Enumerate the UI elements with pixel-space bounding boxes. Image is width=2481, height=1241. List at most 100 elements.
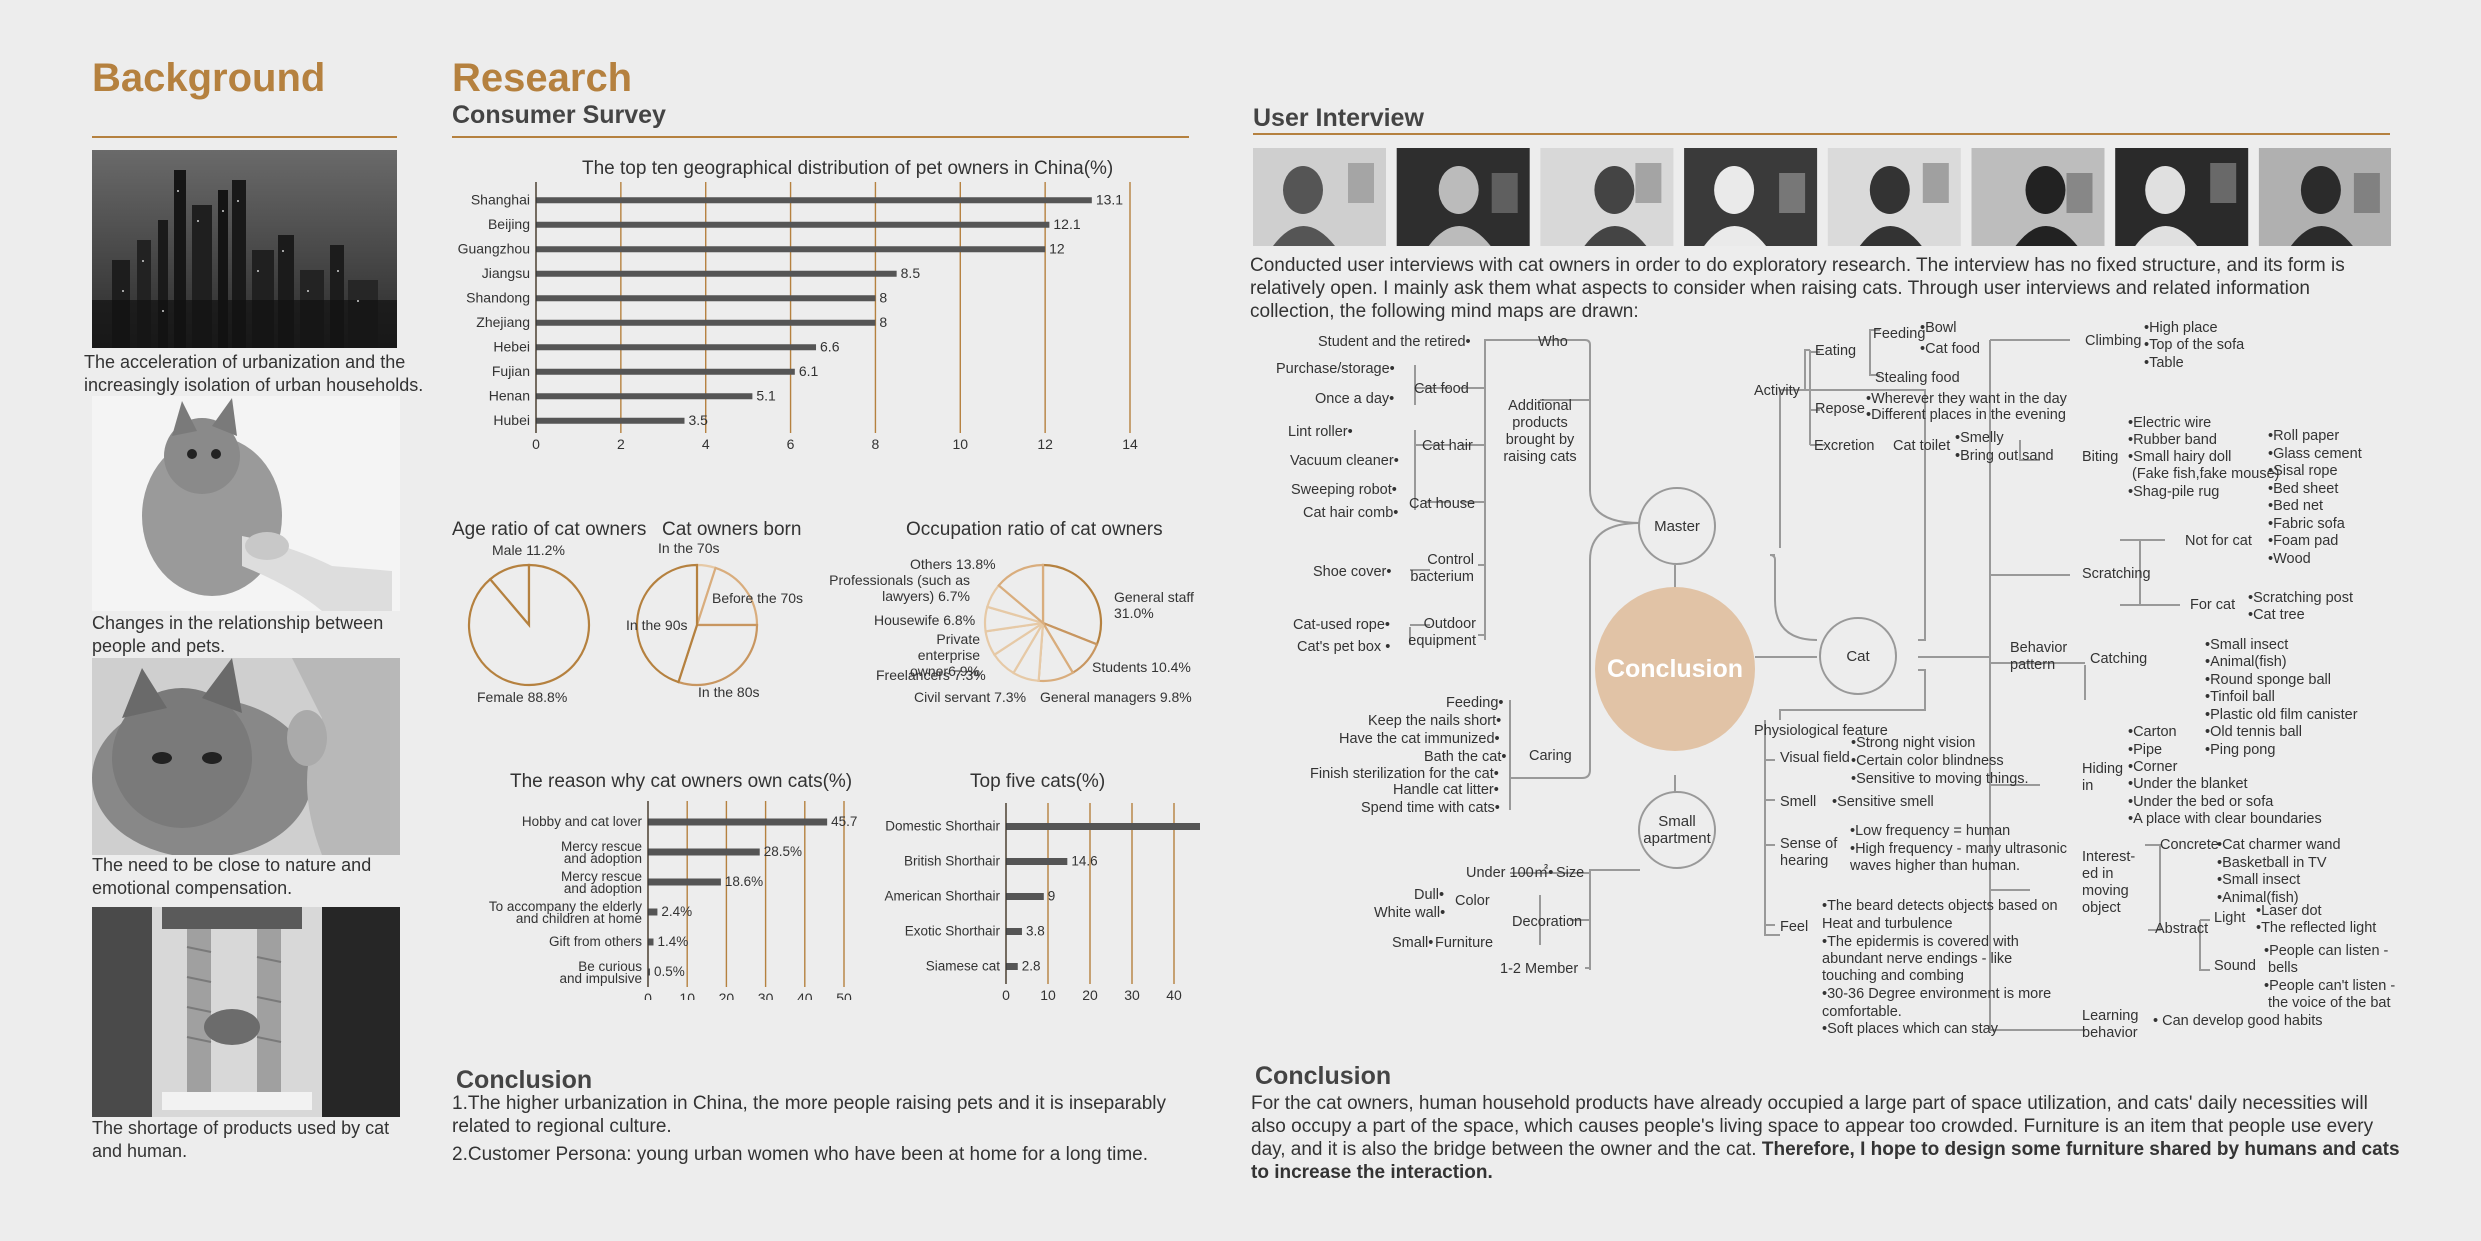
mm-not-for-cat-item-2: •Glass cement — [2268, 446, 2362, 462]
mm-hiding: Hiding in — [2082, 761, 2124, 794]
pie-slice — [695, 566, 759, 627]
mm-catching-item-4: •Tinfoil ball — [2205, 689, 2275, 705]
mm-activity: Activity — [1754, 383, 1800, 399]
mm-cat-food-item-2: Once a day• — [1315, 391, 1395, 407]
pie-slice — [1041, 563, 1103, 646]
mm-concrete-item-2: •Basketball in TV — [2217, 855, 2327, 871]
research-rule — [452, 136, 1189, 138]
bar — [536, 295, 876, 302]
mm-hearing: Sense of hearing — [1780, 836, 1838, 869]
category-label: Zhejiang — [476, 314, 530, 330]
pie-slice — [635, 563, 699, 684]
mindmap-center-conclusion: Conclusion — [1595, 587, 1755, 751]
category-label: Hubei — [493, 412, 530, 428]
occupation-label-civil-servant: Civil servant 7.3% — [914, 689, 1027, 705]
mm-biting-item-5: •Shag-pile rug — [2128, 484, 2220, 500]
mm-visual-item-3: •Sensitive to moving things. — [1851, 771, 2029, 787]
mm-toilet-item-2: •Bring out sand — [1955, 448, 2054, 464]
mm-caring-item-2: Keep the nails short• — [1368, 713, 1502, 729]
mm-smell: Smell — [1780, 794, 1817, 810]
x-tick-label: 30 — [1124, 987, 1140, 1000]
age-pie-label-female: Female 88.8% — [477, 689, 568, 705]
bar — [536, 368, 795, 375]
occupation-label-managers: General managers 9.8% — [1040, 689, 1192, 705]
mm-color-item-1: Dull• — [1414, 887, 1445, 903]
interview-conclusion-normal: For the cat owners, human household prod… — [1251, 1093, 2374, 1160]
mm-light: Light — [2214, 910, 2246, 926]
bar — [536, 393, 753, 400]
background-caption-4: The shortage of products used by cat and… — [92, 1118, 390, 1161]
interview-photo — [1971, 148, 2105, 246]
mm-hiding-item-1: •Carton — [2128, 724, 2177, 740]
bar-value-label: 45.7 — [831, 814, 857, 829]
mm-learning: Learning behavior — [2082, 1008, 2139, 1041]
category-label: Siamese cat — [926, 959, 1001, 974]
bar-value-label: 13.1 — [1096, 191, 1123, 207]
bar-value-label: 9 — [1048, 889, 1056, 904]
mm-biting-item-3: •Small hairy doll — [2128, 449, 2232, 465]
category-label: Shandong — [466, 289, 530, 305]
bar-value-label: 0.5% — [654, 964, 685, 979]
mm-sound-item-4: the voice of the bat — [2268, 995, 2391, 1011]
research-title: Research — [452, 56, 633, 100]
mm-for-cat-item-2: •Cat tree — [2248, 607, 2305, 623]
mm-repose-item-2: •Different places in the evening — [1866, 407, 2066, 423]
mm-cat-hair-item-1: Lint roller• — [1288, 424, 1353, 440]
mm-biting-item-4: (Fake fish,fake mouse) — [2132, 466, 2280, 482]
mm-hiding-item-5: •Under the bed or sofa — [2128, 794, 2274, 810]
mindmap-small-apartment-node: Small apartment — [1638, 791, 1716, 869]
mm-decoration: Decoration — [1512, 914, 1583, 930]
mm-feeding-item-1: •Bowl — [1920, 320, 1957, 336]
mm-catching-item-7: •Ping pong — [2205, 742, 2276, 758]
cats-chart-title: Top five cats(%) — [970, 771, 1106, 792]
category-label: Fujian — [492, 363, 530, 379]
mindmap-cat-node: Cat — [1819, 617, 1897, 695]
mm-visual-item-1: •Strong night vision — [1851, 735, 1976, 751]
bar-value-label: 8 — [879, 314, 887, 330]
bar — [1006, 893, 1044, 900]
mm-catching: Catching — [2090, 651, 2148, 667]
mm-behavior: Behavior pattern — [2010, 640, 2068, 673]
x-tick-label: 10 — [952, 436, 968, 452]
cat-scratching-post-photo — [92, 907, 400, 1117]
mm-size: Size — [1556, 865, 1585, 881]
mm-biting-item-1: •Electric wire — [2128, 415, 2212, 431]
bar — [536, 270, 897, 277]
bar-value-label: 5.1 — [756, 387, 776, 403]
x-tick-label: 2 — [617, 436, 625, 452]
bar — [648, 818, 828, 826]
bar-value-label: 2.8 — [1022, 959, 1041, 974]
interview-rule — [1253, 133, 2390, 135]
occupation-label-professionals: Professionals (such as lawyers) 6.7% — [829, 572, 970, 604]
category-label: Domestic Shorthair — [885, 819, 1000, 834]
mm-cat-food-item-1: Purchase/storage• — [1276, 361, 1395, 377]
mm-color-item-2: White wall• — [1374, 905, 1446, 921]
x-tick-label: 14 — [1122, 436, 1138, 452]
category-label: Jiangsu — [482, 265, 530, 281]
occupation-label-students: Students 10.4% — [1092, 659, 1191, 675]
category-label: Henan — [489, 387, 530, 403]
x-tick-label: 6 — [787, 436, 795, 452]
mm-feel-item-6: •30-36 Degree environment is more — [1822, 986, 2052, 1002]
mindmap-master-node: Master — [1638, 487, 1716, 565]
mm-light-item-1: •Laser dot — [2256, 903, 2322, 919]
interview-photo — [1540, 148, 1674, 246]
bar — [1006, 928, 1022, 935]
born-pie-label-before-70s: Before the 70s — [712, 590, 804, 606]
bar — [1006, 963, 1018, 970]
mm-visual-item-2: •Certain color blindness — [1851, 753, 2004, 769]
interview-photo — [2258, 148, 2392, 246]
mm-climbing: Climbing — [2085, 333, 2142, 349]
occupation-label-housewife: Housewife 6.8% — [874, 612, 976, 628]
mm-sound: Sound — [2214, 958, 2256, 974]
mm-feel: Feel — [1780, 919, 1809, 935]
interview-conclusion-title: Conclusion — [1255, 1062, 1392, 1090]
category-label: Hobby and cat lover — [522, 814, 643, 829]
background-title: Background — [92, 56, 326, 100]
bar-value-label: 12 — [1049, 240, 1065, 256]
mm-cat-house: Cat house — [1409, 496, 1476, 512]
bar-value-label: 3.5 — [689, 412, 709, 428]
mm-eating: Eating — [1815, 343, 1857, 359]
mm-hiding-item-6: •A place with clear boundaries — [2128, 811, 2322, 827]
